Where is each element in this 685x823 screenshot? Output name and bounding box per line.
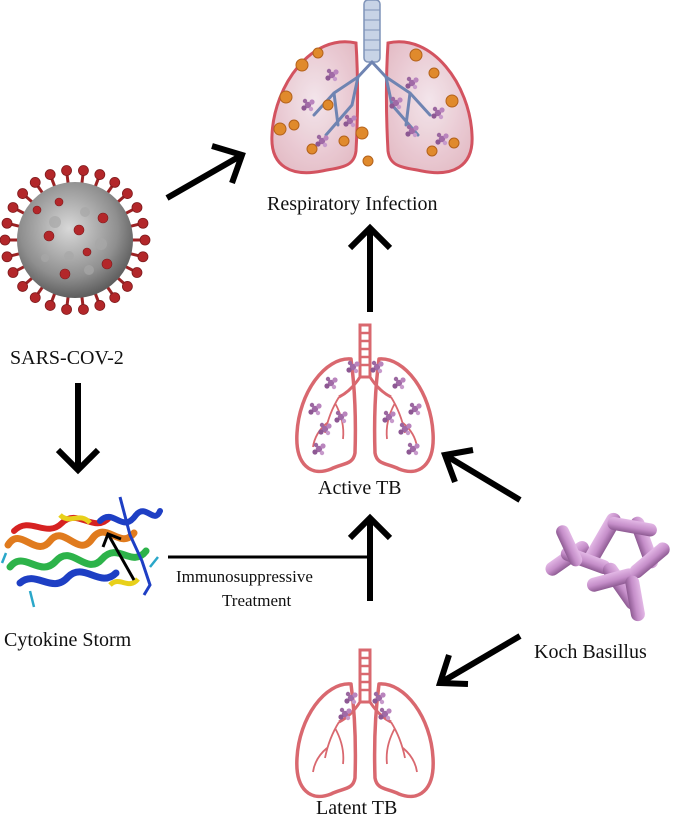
bacilli-icon — [545, 512, 670, 622]
virus-spike-head — [78, 165, 89, 176]
virus-spike-head — [131, 267, 143, 278]
edge-label-line-1: Immunosuppressive — [176, 567, 313, 586]
infected-lungs-icon — [270, 0, 474, 175]
node-label-respiratory-infection: Respiratory Infection — [267, 193, 438, 215]
protein-structure-icon — [0, 496, 163, 608]
edge-label-line-2: Treatment — [222, 591, 292, 610]
edge-koch-to-active-tb — [440, 447, 522, 503]
virus-spike-head — [61, 304, 72, 315]
edge-sars-to-cytokine — [55, 383, 101, 475]
node-label-latent-tb: Latent TB — [316, 797, 398, 819]
virus-spike-head — [44, 169, 56, 180]
virus-spike-head — [109, 292, 121, 304]
virus-spike-head — [121, 188, 133, 199]
tb-lungs-icon — [295, 323, 435, 474]
virus-spike-head — [1, 217, 13, 229]
edge-latent-to-active-tb — [347, 513, 393, 601]
virus-spike-head — [29, 176, 41, 188]
node-label-koch-basillus: Koch Basillus — [534, 641, 647, 663]
virus-spike-head — [137, 251, 149, 263]
edge-active-tb-to-respiratory — [347, 223, 393, 312]
tb-lungs-icon — [295, 648, 435, 799]
protein-arrow — [101, 532, 136, 581]
virus-spike-head — [109, 176, 121, 188]
virus-spike-head — [1, 251, 13, 263]
virus-spike-head — [61, 165, 72, 176]
virus-spike-head — [7, 202, 19, 213]
edge-sars-to-respiratory — [165, 143, 246, 201]
virus-spike-head — [29, 292, 41, 304]
virus-spike-head — [131, 202, 143, 213]
virus-spike-head — [94, 169, 106, 180]
node-label-sars-cov-2: SARS-COV-2 — [10, 347, 124, 369]
virus-spike-head — [137, 217, 149, 229]
virus-spike-head — [17, 281, 29, 292]
virus-spike-head — [139, 234, 151, 246]
virus-spike-head — [78, 304, 89, 315]
virus-spike-head — [0, 234, 11, 246]
coronavirus-icon — [0, 165, 151, 315]
virus-spike-head — [121, 281, 133, 292]
virus-spike-head — [94, 300, 106, 311]
edge-koch-to-latent-tb — [435, 633, 522, 687]
virus-spike-head — [44, 300, 56, 311]
virus-spike-head — [7, 267, 19, 278]
virus-spike-head — [17, 188, 29, 199]
node-label-active-tb: Active TB — [318, 477, 402, 499]
node-label-cytokine-storm: Cytokine Storm — [4, 629, 132, 651]
